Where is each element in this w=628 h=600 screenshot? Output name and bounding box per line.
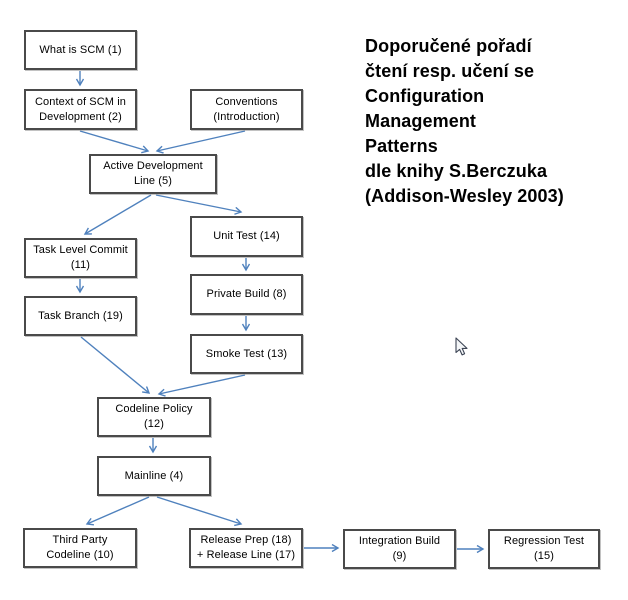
- flow-arrow-task-branch-to-codeline-policy: [80, 336, 149, 393]
- diagram-node-what-is-scm: What is SCM (1): [24, 30, 137, 70]
- node-label-line: Regression Test: [503, 535, 585, 547]
- title-line: Management: [365, 111, 477, 131]
- title-line: Patterns: [365, 136, 438, 156]
- diagram-node-release-prep: Release Prep (18) + Release Line (17): [189, 528, 303, 568]
- flow-arrow-context-of-scm-to-active-dev-line: [79, 130, 148, 151]
- mouse-arrow-cursor: [455, 337, 468, 356]
- flow-arrow-active-dev-line-to-task-level-commit: [85, 194, 152, 234]
- diagram-node-mainline: Mainline (4): [97, 456, 211, 496]
- diagram-node-private-build: Private Build (8): [190, 274, 303, 315]
- node-label-line: Task Level Commit: [33, 244, 128, 256]
- title-line: (Addison-Wesley 2003): [365, 186, 564, 206]
- node-label-line: (15): [534, 550, 554, 562]
- node-label-line: (11): [70, 259, 91, 271]
- diagram-node-regression-test: Regression Test (15): [488, 529, 600, 569]
- title-line: Configuration: [365, 86, 485, 106]
- diagram-node-smoke-test: Smoke Test (13): [190, 334, 303, 374]
- node-label-line: (12): [144, 418, 164, 430]
- diagram-node-conventions: Conventions (Introduction): [190, 89, 303, 130]
- node-label-line: Unit Test (14): [213, 230, 280, 242]
- flow-arrow-smoke-test-to-codeline-policy: [159, 374, 246, 394]
- node-label-line: Line (5): [133, 175, 173, 187]
- diagram-node-task-branch: Task Branch (19): [24, 296, 137, 336]
- title-line: Doporučené pořadí: [365, 36, 532, 56]
- diagram-node-integration-build: Integration Build (9): [343, 529, 456, 569]
- node-label-line: Smoke Test (13): [205, 347, 288, 360]
- node-label-line: Conventions: [215, 95, 278, 108]
- flow-arrow-active-dev-line-to-unit-test: [155, 194, 241, 212]
- flow-arrow-mainline-to-release-prep: [156, 496, 241, 524]
- node-label-line: Third Party: [52, 534, 108, 546]
- flow-arrow-conventions-to-active-dev-line: [157, 130, 246, 151]
- diagram-node-codeline-policy: Codeline Policy (12): [97, 397, 211, 437]
- node-label-line: What is SCM (1): [39, 43, 122, 56]
- diagram-node-unit-test: Unit Test (14): [190, 216, 303, 257]
- diagram-node-context-of-scm: Context of SCM in Development (2): [24, 89, 137, 130]
- node-label-line: Development (2): [39, 110, 122, 123]
- node-label-line: Codeline Policy: [115, 403, 193, 415]
- node-label-line: Codeline (10): [46, 549, 114, 561]
- diagram-node-task-level-commit: Task Level Commit (11): [24, 238, 137, 278]
- node-label-line: Integration Build: [358, 535, 441, 547]
- node-label-line: (Introduction): [213, 110, 280, 123]
- node-label-line: Release Prep (18): [200, 534, 292, 546]
- node-label-line: + Release Line (17): [196, 549, 296, 561]
- title-line: čtení resp. učení se: [365, 61, 535, 81]
- title-line: dle knihy S.Berczuka: [365, 161, 548, 181]
- flow-arrow-mainline-to-third-party-codeline: [87, 496, 150, 524]
- node-label-line: Task Branch (19): [38, 309, 123, 322]
- node-label-line: Context of SCM in: [35, 95, 126, 108]
- node-label-line: Private Build (8): [206, 288, 287, 300]
- node-label-line: (9): [392, 550, 407, 562]
- node-label-line: Active Development: [103, 160, 203, 172]
- node-label-line: Mainline (4): [124, 469, 184, 482]
- slide-title: Doporučené pořadí čtení resp. učení se C…: [365, 34, 615, 209]
